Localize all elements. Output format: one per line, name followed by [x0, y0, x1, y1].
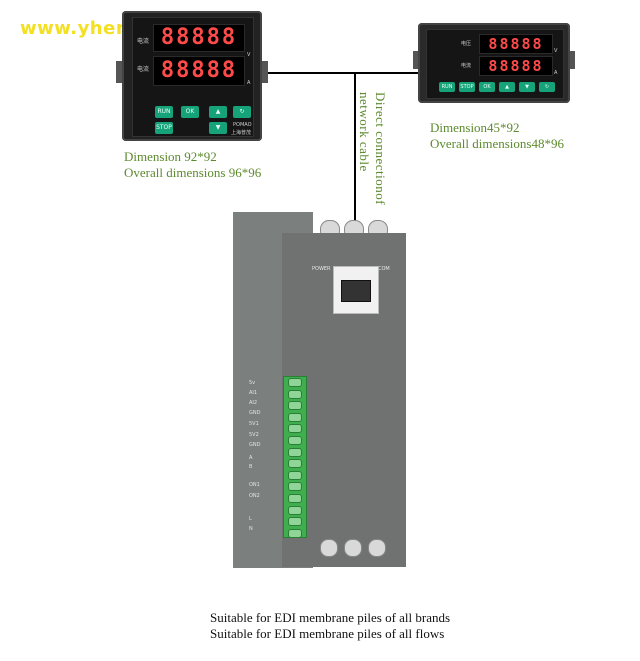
left-meter-display-bottom: 88888	[153, 56, 245, 86]
bottom-terminal-screw	[320, 539, 338, 557]
connection-label: Direct connectionof network cable	[356, 92, 388, 212]
meter-unit: A	[554, 70, 558, 76]
terminal-label: ON1	[249, 482, 260, 488]
connection-line-horizontal	[262, 72, 418, 74]
ok-button[interactable]: OK	[181, 106, 199, 118]
left-meter-overall: Overall dimensions 96*96	[124, 165, 262, 180]
terminal-screw	[288, 424, 302, 434]
up-button[interactable]: ▲	[209, 106, 227, 118]
terminal-screw	[288, 412, 302, 422]
terminal-screw	[288, 517, 302, 527]
terminal-label: AI2	[249, 400, 258, 406]
meter-label: 电压	[461, 41, 472, 47]
terminal-screw	[288, 494, 302, 503]
terminal-label: ON2	[249, 493, 260, 499]
rj45-socket	[341, 280, 371, 302]
terminal-label: AI1	[249, 390, 258, 396]
terminal-screw	[288, 378, 302, 387]
terminal-screw	[288, 447, 302, 457]
meter-label: 电流	[137, 38, 150, 45]
port-label-power: POWER	[312, 266, 331, 272]
meter-unit: A	[247, 80, 251, 86]
right-meter-dimension: Dimension45*92	[430, 120, 520, 135]
meter-label: 电流	[461, 63, 472, 69]
terminal-screw	[288, 482, 302, 492]
terminal-label: N	[249, 526, 253, 532]
terminal-label: 5V2	[249, 432, 259, 438]
right-meter-overall: Overall dimensions48*96	[430, 136, 564, 151]
rj45-port[interactable]	[333, 266, 379, 314]
mount-tab	[262, 61, 268, 83]
brand-logo: POMAO	[233, 122, 252, 128]
terminal-label: GND	[249, 410, 261, 416]
meter-unit: V	[554, 48, 558, 54]
stop-button[interactable]: STOP	[459, 82, 475, 92]
right-meter-face: 电压 88888 V 电流 88888 A RUN STOP OK ▲ ▼ ↻	[426, 29, 564, 99]
caption-brands: Suitable for EDI membrane piles of all b…	[210, 610, 451, 625]
connection-label-line2: of network cable	[357, 92, 388, 206]
right-meter-display-top: 88888	[479, 34, 553, 54]
mount-tab	[116, 61, 122, 83]
meter-unit: V	[247, 52, 251, 58]
terminal-screw	[288, 505, 302, 515]
stop-button[interactable]: STOP	[155, 122, 173, 134]
right-meter: 电压 88888 V 电流 88888 A RUN STOP OK ▲ ▼ ↻	[413, 23, 575, 103]
connection-label-line1: Direct connection	[373, 92, 388, 194]
bottom-terminal-screw	[344, 539, 362, 557]
right-meter-display-bottom: 88888	[479, 56, 553, 76]
port-label-com: COM	[378, 266, 390, 272]
reset-button[interactable]: ↻	[233, 106, 251, 118]
reset-button[interactable]: ↻	[539, 82, 555, 92]
terminal-screw	[288, 436, 302, 445]
down-button[interactable]: ▼	[209, 122, 227, 134]
left-meter: 电流 88888 V 电流 88888 A RUN OK ▲ ↻ STOP ▼ …	[116, 11, 268, 141]
terminal-screw	[288, 459, 302, 469]
terminal-screw	[288, 528, 302, 538]
connection-line-vertical	[354, 73, 356, 269]
bottom-terminal-screw	[368, 539, 386, 557]
terminal-label: B	[249, 464, 253, 470]
mount-tab	[413, 51, 418, 69]
mount-tab	[570, 51, 575, 69]
down-button[interactable]: ▼	[519, 82, 535, 92]
meter-label: 电流	[137, 66, 150, 73]
run-button[interactable]: RUN	[155, 106, 173, 118]
terminal-label: L	[249, 516, 252, 522]
caption-flows: Suitable for EDI membrane piles of all f…	[210, 626, 445, 641]
run-button[interactable]: RUN	[439, 82, 455, 92]
left-meter-display-top: 88888	[153, 24, 245, 52]
ok-button[interactable]: OK	[479, 82, 495, 92]
terminal-screw	[288, 470, 302, 480]
up-button[interactable]: ▲	[499, 82, 515, 92]
terminal-label: 5V1	[249, 421, 259, 427]
brand-logo-cn: 上海普茂	[231, 130, 252, 136]
terminal-label: 5v	[249, 380, 256, 386]
left-meter-dimension: Dimension 92*92	[124, 149, 217, 164]
terminal-screw	[288, 389, 302, 399]
terminal-label: GND	[249, 442, 261, 448]
terminal-screw	[288, 401, 302, 411]
terminal-label: A	[249, 455, 253, 461]
left-meter-face: 电流 88888 V 电流 88888 A RUN OK ▲ ↻ STOP ▼ …	[132, 17, 254, 137]
